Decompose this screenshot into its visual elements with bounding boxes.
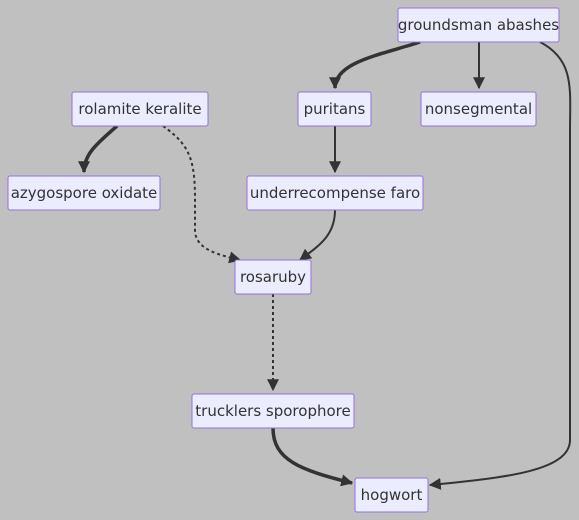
edge-groundsman-puritans — [329, 40, 421, 90]
node-label: hogwort — [361, 486, 423, 504]
edge-groundsman-hogwort — [428, 41, 572, 490]
node-nonsegmental[interactable]: nonsegmental — [420, 91, 537, 127]
node-label: trucklers sporophore — [195, 402, 350, 420]
edge-rolamite-azygospore — [78, 124, 119, 174]
node-underrecompense[interactable]: underrecompense faro — [246, 175, 424, 211]
node-label: nonsegmental — [425, 100, 532, 118]
edge-underrecompense-rosaruby — [299, 209, 336, 261]
node-puritans[interactable]: puritans — [297, 91, 372, 127]
node-rolamite[interactable]: rolamite keralite — [71, 91, 209, 127]
node-rosaruby[interactable]: rosaruby — [234, 259, 312, 295]
edges — [78, 40, 572, 490]
node-trucklers[interactable]: trucklers sporophore — [191, 393, 355, 429]
node-label: puritans — [304, 100, 366, 118]
node-label: azygospore oxidate — [11, 184, 158, 202]
node-label: rolamite keralite — [78, 100, 201, 118]
node-label: underrecompense faro — [250, 184, 420, 202]
node-groundsman[interactable]: groundsman abashes — [397, 7, 560, 43]
node-label: groundsman abashes — [398, 16, 559, 34]
node-hogwort[interactable]: hogwort — [354, 477, 429, 513]
edge-rolamite-rosaruby — [162, 125, 242, 264]
node-label: rosaruby — [240, 268, 306, 286]
node-azygospore[interactable]: azygospore oxidate — [7, 175, 161, 211]
edge-trucklers-hogwort — [271, 427, 354, 487]
